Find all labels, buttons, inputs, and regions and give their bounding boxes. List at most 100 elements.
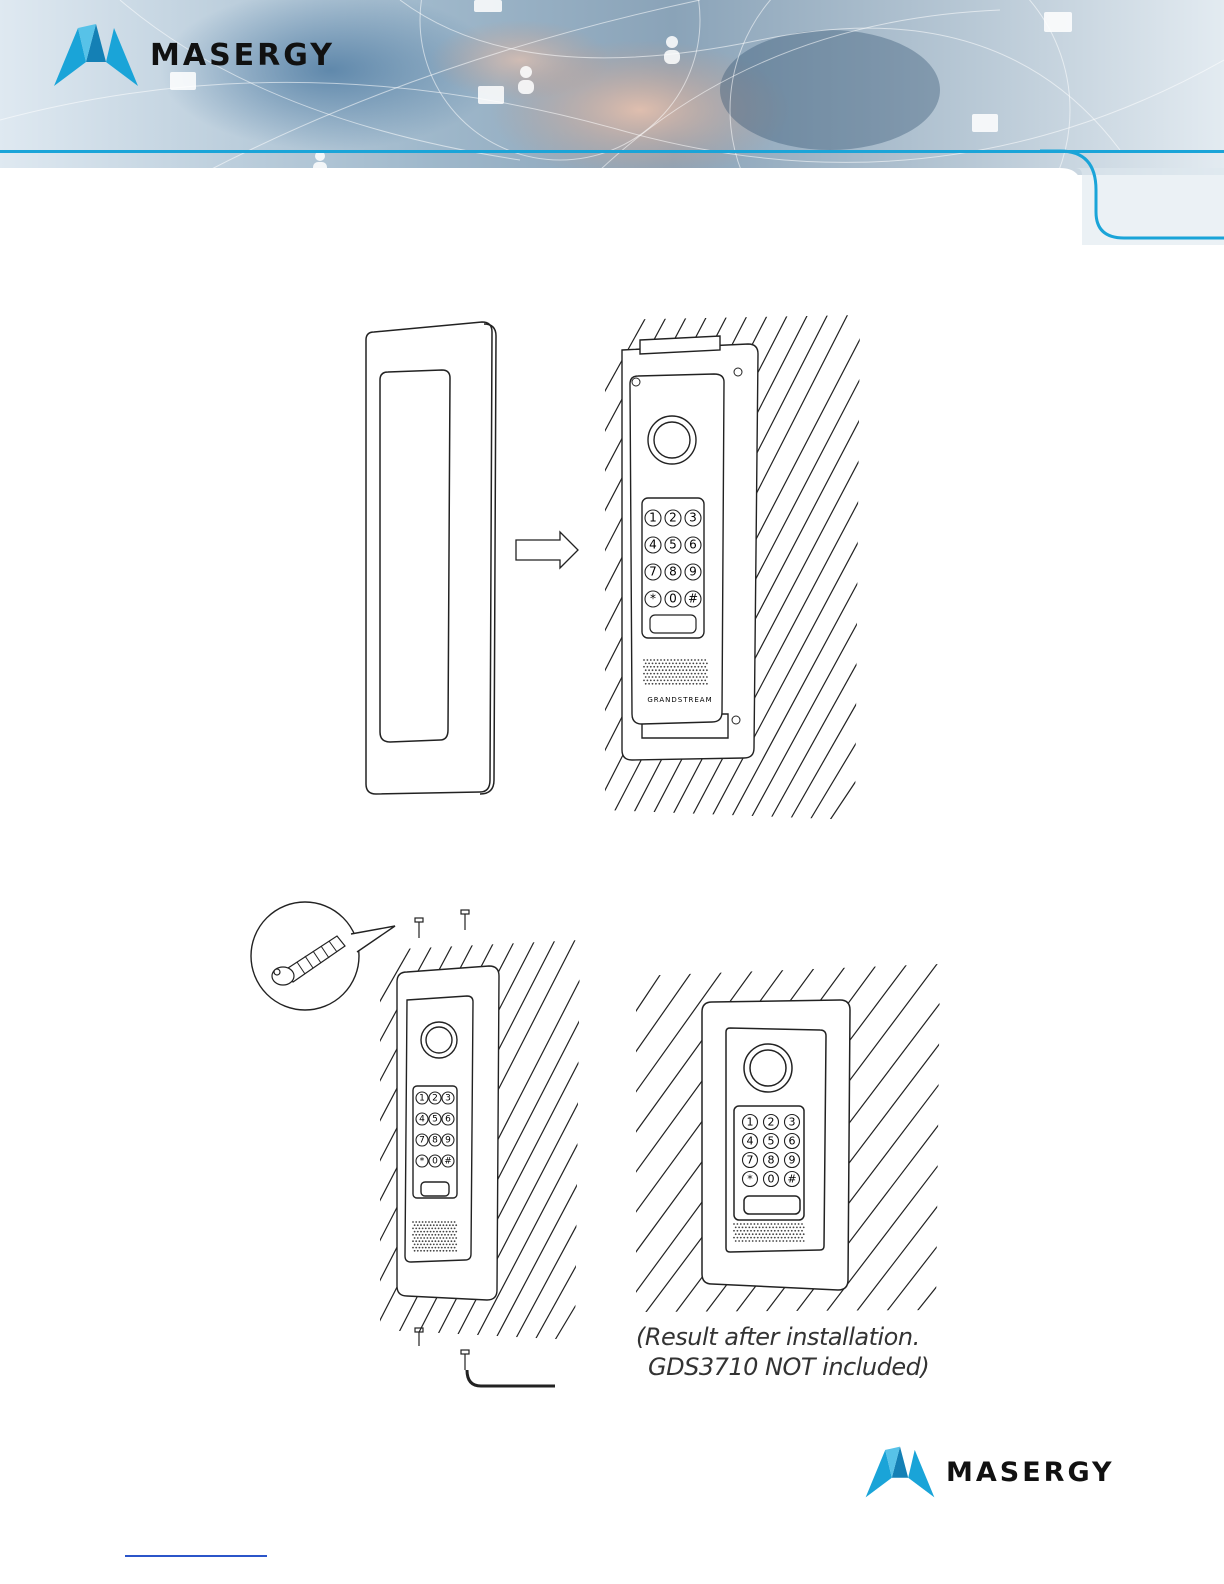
grille-hole bbox=[772, 1240, 774, 1242]
footer-link-underline bbox=[125, 1555, 267, 1557]
grille-hole bbox=[754, 1230, 756, 1232]
grille-hole bbox=[652, 683, 654, 685]
grille-hole bbox=[743, 1237, 745, 1239]
grille-hole bbox=[446, 1237, 448, 1239]
device-brand-label: GRANDSTREAM bbox=[647, 696, 712, 704]
grille-hole bbox=[786, 1227, 788, 1229]
grille-hole bbox=[738, 1227, 740, 1229]
grille-hole bbox=[686, 663, 688, 665]
grille-hole bbox=[412, 1228, 414, 1230]
grille-hole bbox=[435, 1221, 437, 1223]
grille-hole bbox=[652, 676, 654, 678]
grille-hole bbox=[412, 1221, 414, 1223]
grille-hole bbox=[664, 659, 666, 661]
grille-hole bbox=[648, 683, 650, 685]
grille-hole bbox=[745, 1227, 747, 1229]
grille-hole bbox=[752, 1233, 754, 1235]
grille-hole bbox=[441, 1221, 443, 1223]
grille-hole bbox=[412, 1247, 414, 1249]
grille-hole bbox=[699, 683, 701, 685]
grille-hole bbox=[662, 683, 664, 685]
grille-hole bbox=[760, 1230, 762, 1232]
grille-hole bbox=[765, 1233, 767, 1235]
grille-hole bbox=[689, 683, 691, 685]
grille-hole bbox=[788, 1223, 790, 1225]
grille-hole bbox=[643, 666, 645, 668]
grille-hole bbox=[454, 1247, 456, 1249]
grille-hole bbox=[427, 1224, 429, 1226]
grille-hole bbox=[752, 1240, 754, 1242]
grille-hole bbox=[701, 666, 703, 668]
keypad-key-label: 4 bbox=[747, 1134, 754, 1147]
grille-hole bbox=[446, 1231, 448, 1233]
grille-hole bbox=[439, 1231, 441, 1233]
grille-hole bbox=[430, 1244, 432, 1246]
grille-hole bbox=[691, 673, 693, 675]
masergy-mark-icon bbox=[52, 22, 140, 88]
grille-hole bbox=[436, 1224, 438, 1226]
grille-hole bbox=[422, 1234, 424, 1236]
grille-hole bbox=[454, 1221, 456, 1223]
grille-hole bbox=[433, 1244, 435, 1246]
grille-hole bbox=[645, 676, 647, 678]
keypad-key-label: 3 bbox=[689, 511, 697, 525]
grille-hole bbox=[794, 1237, 796, 1239]
grille-hole bbox=[420, 1250, 422, 1252]
grille-hole bbox=[420, 1244, 422, 1246]
grille-hole bbox=[786, 1233, 788, 1235]
keypad-key-label: 1 bbox=[419, 1094, 425, 1104]
call-button bbox=[650, 615, 696, 633]
grille-hole bbox=[791, 1230, 793, 1232]
grille-hole bbox=[425, 1240, 427, 1242]
keypad-key-label: 5 bbox=[432, 1115, 438, 1125]
grille-hole bbox=[679, 683, 681, 685]
mounted-frame bbox=[397, 966, 499, 1300]
grille-hole bbox=[449, 1237, 451, 1239]
grille-hole bbox=[647, 680, 649, 682]
grille-hole bbox=[776, 1227, 778, 1229]
grille-hole bbox=[735, 1240, 737, 1242]
cover-frame bbox=[366, 322, 496, 794]
grille-hole bbox=[789, 1227, 791, 1229]
grille-hole bbox=[420, 1224, 422, 1226]
grille-hole bbox=[793, 1240, 795, 1242]
keypad-key-label: 5 bbox=[669, 538, 677, 552]
grille-hole bbox=[677, 673, 679, 675]
grille-hole bbox=[443, 1237, 445, 1239]
grille-hole bbox=[740, 1230, 742, 1232]
grille-hole bbox=[647, 659, 649, 661]
grille-hole bbox=[452, 1224, 454, 1226]
grille-hole bbox=[793, 1227, 795, 1229]
grille-hole bbox=[696, 683, 698, 685]
grille-hole bbox=[657, 666, 659, 668]
grille-hole bbox=[794, 1223, 796, 1225]
grille-hole bbox=[745, 1233, 747, 1235]
grille-hole bbox=[743, 1223, 745, 1225]
grille-hole bbox=[692, 683, 694, 685]
header-banner: MASERGY bbox=[0, 0, 1224, 245]
grille-hole bbox=[441, 1247, 443, 1249]
grille-hole bbox=[796, 1233, 798, 1235]
grille-hole bbox=[428, 1247, 430, 1249]
grille-hole bbox=[750, 1223, 752, 1225]
grille-hole bbox=[658, 663, 660, 665]
grille-hole bbox=[455, 1244, 457, 1246]
keypad-key-label: 9 bbox=[689, 565, 697, 579]
grille-hole bbox=[660, 680, 662, 682]
grille-hole bbox=[665, 663, 667, 665]
grille-hole bbox=[784, 1237, 786, 1239]
grille-hole bbox=[684, 666, 686, 668]
grille-hole bbox=[443, 1244, 445, 1246]
grille-hole bbox=[737, 1237, 739, 1239]
grille-hole bbox=[443, 1250, 445, 1252]
grille-hole bbox=[754, 1223, 756, 1225]
grille-hole bbox=[764, 1230, 766, 1232]
grille-hole bbox=[803, 1233, 805, 1235]
grille-hole bbox=[675, 683, 677, 685]
grille-hole bbox=[771, 1223, 773, 1225]
keypad-key-label: 7 bbox=[419, 1136, 425, 1146]
grille-hole bbox=[745, 1240, 747, 1242]
keypad-key-label: 6 bbox=[445, 1115, 451, 1125]
